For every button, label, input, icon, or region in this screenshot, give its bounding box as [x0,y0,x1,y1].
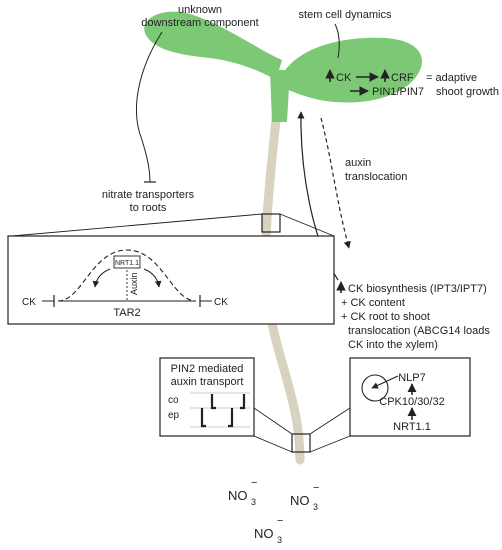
no3-1-sup: − [251,477,257,489]
ck-bio-line5: CK into the xylem) [348,339,438,351]
nlp7-inset: NLP7 CPK10/30/32 NRT1.1 [349,357,471,437]
ep-label: ep [168,410,180,421]
nitrate-ion-1: NO 3 − [228,477,257,507]
right-leaf [284,37,422,103]
nitrate-label-line1: nitrate transporters [102,189,195,201]
zoom-marker-upper [261,213,281,233]
left-leaf [144,11,282,80]
ck-bio-line4: translocation (ABCG14 loads [348,325,490,337]
ck-bio-line1: CK biosynthesis (IPT3/IPT7) [348,283,487,295]
zoom-marker-tip [291,433,311,453]
nitrate-label-line2: to roots [130,202,167,214]
no3-1-sub: 3 [251,497,256,507]
no3-2-sup: − [313,482,319,494]
nitrate-ion-2: NO 3 − [290,482,319,512]
zoom-line-tip-left [253,407,293,435]
no3-2-main: NO [290,493,310,508]
nrt11-label: NRT1.1 [393,421,431,433]
cpk-label: CPK10/30/32 [379,396,444,408]
ck-bio-line2: + CK content [341,297,405,309]
nitrate-ion-3: NO 3 − [254,515,283,545]
zoom-line-tip-right2 [309,435,351,453]
stem-cell-pointer [334,23,340,59]
pin-label: PIN1/PIN7 [372,86,424,98]
no3-2-sub: 3 [313,502,318,512]
inset-nrt-label: NRT1.1 [115,260,139,267]
no3-3-sub: 3 [277,535,282,545]
inhibition-line-nitrate [136,31,163,183]
inset-ck-left: CK [22,297,36,308]
tar2-inset: CK CK NRT1.1 Auxin TAR2 [7,235,335,325]
ck-label: CK [336,72,352,84]
nlp7-label: NLP7 [398,372,426,384]
zoom-line-upper-left [11,213,263,237]
zoom-line-tip-right [309,407,351,435]
hypocotyl [270,70,290,122]
shoot [144,11,422,122]
pin2-label-line2: auxin transport [171,376,244,388]
zoom-line-upper-right [279,213,335,237]
inset-auxin-label: Auxin [129,272,139,295]
adaptive-label-line1: = adaptive [426,72,477,84]
adaptive-label-line2: shoot growth [436,86,499,98]
unknown-label-line2: downstream component [141,17,258,29]
inset-ck-right: CK [214,297,228,308]
inset-tar2-label: TAR2 [113,307,140,319]
pin2-inset: PIN2 mediated auxin transport co ep [159,357,255,437]
no3-3-sup: − [277,515,283,527]
auxin-label-line2: translocation [345,171,407,183]
no3-1-main: NO [228,488,248,503]
zoom-line-tip-left2 [253,435,293,453]
crf-label: CRF [391,72,414,84]
auxin-label-line1: auxin [345,157,371,169]
stem-cell-label: stem cell dynamics [299,9,392,21]
ck-bio-line3: + CK root to shoot [341,311,430,323]
unknown-label-line1: unknown [178,4,222,16]
pin2-label-line1: PIN2 mediated [171,363,244,375]
co-label: co [168,395,179,406]
no3-3-main: NO [254,526,274,541]
auxin-translocation-arrow [320,117,351,249]
